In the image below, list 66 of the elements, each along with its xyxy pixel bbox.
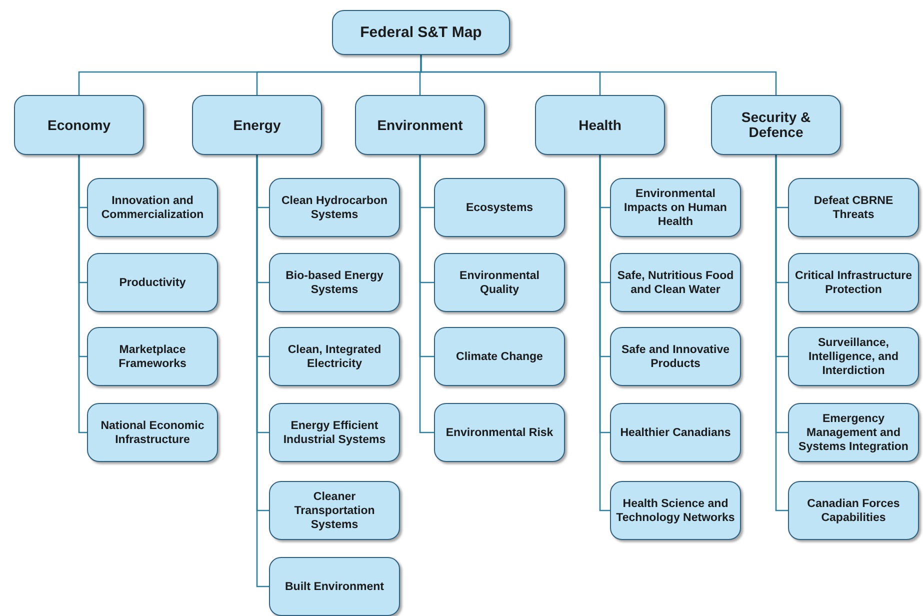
topic-box — [610, 178, 741, 237]
box-label: Cleaner Transportation Systems — [293, 490, 376, 532]
topic-box — [788, 481, 919, 540]
box-label: Environmental Impacts on Human Health — [623, 186, 728, 228]
topic-box — [788, 403, 919, 462]
box-label: Innovation and Commercialization — [100, 194, 205, 222]
topic-box — [434, 327, 565, 386]
topic-box — [269, 481, 400, 540]
box-label: Environmental Quality — [458, 268, 540, 296]
box-label: Bio-based Energy Systems — [284, 268, 384, 296]
box-label: Security & Defence — [740, 110, 812, 140]
box-label: Healthier Canadians — [619, 426, 732, 440]
category-box — [355, 95, 485, 155]
box-label: Safe and Innovative Products — [620, 342, 730, 370]
root-box — [332, 10, 510, 55]
connector-line — [256, 155, 269, 588]
box-label: Canadian Forces Capabilities — [806, 496, 901, 524]
topic-box — [87, 327, 218, 386]
box-label: Defeat CBRNE Threats — [812, 194, 894, 222]
topic-box — [87, 253, 218, 312]
box-label: Clean, Integrated Electricity — [286, 342, 382, 370]
box-label: Energy — [232, 118, 282, 132]
box-label: Health — [578, 118, 622, 132]
connector-line — [78, 155, 87, 434]
connector-line — [420, 55, 777, 95]
topic-box — [269, 557, 400, 616]
box-label: Surveillance, Intelligence, and Interdiction — [807, 336, 900, 378]
box-label: National Economic Infrastructure — [100, 418, 206, 446]
category-box — [192, 95, 322, 155]
box-label: Economy — [46, 118, 112, 132]
topic-box — [434, 178, 565, 237]
topic-box — [269, 253, 400, 312]
topic-box — [269, 403, 400, 462]
box-label: Productivity — [118, 276, 187, 290]
box-label: Energy Efficient Industrial Systems — [282, 418, 387, 446]
topic-box — [788, 327, 919, 386]
connector-line — [419, 155, 434, 434]
topic-box — [269, 327, 400, 386]
topic-box — [610, 403, 741, 462]
topic-box — [269, 178, 400, 237]
topic-box — [87, 178, 218, 237]
box-label: Built Environment — [284, 580, 386, 594]
box-label: Safe, Nutritious Food and Clean Water — [616, 268, 735, 296]
category-box — [535, 95, 665, 155]
topic-box — [788, 178, 919, 237]
topic-box — [610, 253, 741, 312]
box-label: Climate Change — [455, 350, 544, 364]
category-box — [14, 95, 144, 155]
box-label: Health Science and Technology Networks — [615, 496, 736, 524]
box-label: Environment — [376, 118, 464, 132]
topic-box — [434, 403, 565, 462]
topic-box — [610, 481, 741, 540]
box-label: Critical Infrastructure Protection — [794, 268, 913, 296]
box-label: Emergency Management and Systems Integration — [798, 412, 910, 454]
category-box — [711, 95, 841, 155]
topic-box — [788, 253, 919, 312]
box-label: Ecosystems — [464, 200, 534, 214]
connector-line — [775, 155, 788, 512]
connector-line — [599, 155, 610, 512]
box-label: Federal S&T Map — [359, 26, 483, 40]
topic-box — [434, 253, 565, 312]
box-label: Marketplace Frameworks — [118, 342, 188, 370]
box-label: Clean Hydrocarbon Systems — [280, 194, 389, 222]
topic-box — [610, 327, 741, 386]
topic-box — [87, 403, 218, 462]
box-label: Environmental Risk — [444, 426, 554, 440]
